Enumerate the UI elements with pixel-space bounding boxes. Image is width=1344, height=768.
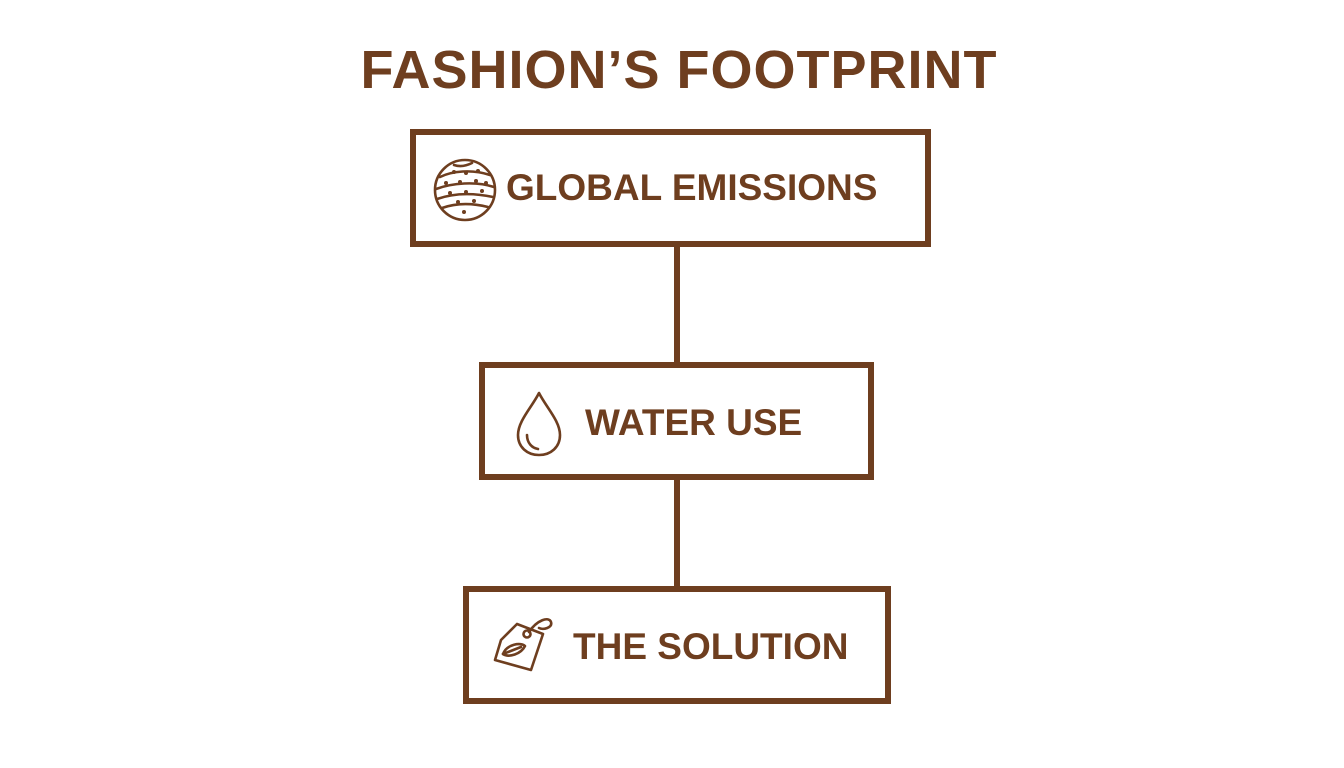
connector-line: [674, 247, 680, 362]
water-drop-icon: [516, 391, 562, 457]
node-the-solution: THE SOLUTION: [463, 586, 891, 704]
node-label: GLOBAL EMISSIONS: [506, 167, 878, 208]
diagram-title: FASHION’S FOOTPRINT: [360, 40, 998, 100]
node-label: WATER USE: [585, 402, 803, 443]
node-water-use: WATER USE: [479, 362, 874, 480]
eco-tag-icon: [493, 618, 553, 672]
node-label: THE SOLUTION: [573, 626, 849, 667]
globe-icon: [433, 158, 497, 222]
node-global-emissions: GLOBAL EMISSIONS: [410, 129, 931, 247]
connector-line: [674, 480, 680, 586]
